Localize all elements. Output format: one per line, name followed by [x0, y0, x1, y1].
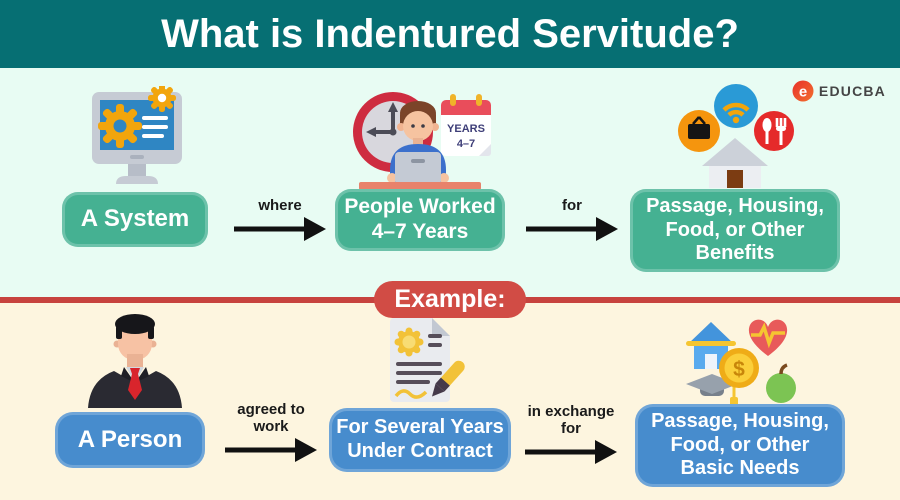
- health-heart-icon: [748, 319, 788, 356]
- connector-agreed-label: agreed to work: [237, 401, 305, 435]
- header: What is Indentured Servitude?: [0, 0, 900, 68]
- calendar-icon: YEARS 4–7: [441, 94, 491, 156]
- example-badge: Example:: [374, 281, 526, 318]
- calendar-years-label: YEARS: [447, 123, 485, 135]
- basic-needs-icon: $: [682, 306, 798, 410]
- educba-logo: e EDUCBA: [792, 80, 886, 102]
- example-box-contract-label: For Several Years Under Contract: [336, 416, 504, 462]
- example-box-basic-needs: Passage, Housing, Food, or Other Basic N…: [635, 404, 845, 487]
- arrow-right-icon: [525, 439, 617, 464]
- example-badge-label: Example:: [394, 285, 506, 313]
- pen-icon: [431, 360, 465, 397]
- house-icon: [686, 322, 736, 369]
- monitor-gears-icon: [78, 86, 196, 186]
- definition-box-benefits: Passage, Housing, Food, or Other Benefit…: [630, 189, 840, 272]
- house-amenities-icon: [676, 84, 794, 188]
- arrow-right-icon: [225, 437, 317, 462]
- small-gear-icon: [148, 86, 176, 112]
- arrow-right-icon: [526, 216, 618, 241]
- definition-box-benefits-label: Passage, Housing, Food, or Other Benefit…: [646, 195, 824, 265]
- example-box-person: A Person: [55, 412, 205, 468]
- example-connector-exchange: in exchange for: [518, 403, 624, 466]
- educba-logo-letter: e: [799, 84, 807, 101]
- example-connector-agreed: agreed to work: [220, 401, 322, 464]
- page-title: What is Indentured Servitude?: [161, 11, 739, 56]
- connector-for-label: for: [562, 197, 582, 214]
- arrow-right-icon: [234, 216, 326, 241]
- definition-box-worked-years: People Worked 4–7 Years: [335, 189, 505, 251]
- connector-where-label: where: [258, 197, 302, 214]
- apple-icon: [766, 363, 796, 403]
- example-box-basic-needs-label: Passage, Housing, Food, or Other Basic N…: [651, 410, 829, 480]
- large-gear-icon: [98, 104, 142, 148]
- businessman-icon: [80, 312, 190, 408]
- example-box-person-label: A Person: [77, 425, 183, 453]
- contract-signing-icon: [372, 312, 472, 408]
- worker-clock-calendar-icon: YEARS 4–7: [345, 80, 495, 190]
- definition-box-system-label: A System: [80, 205, 190, 233]
- definition-connector-for: for: [524, 197, 620, 243]
- definition-box-system: A System: [62, 192, 208, 247]
- coin-dollar-symbol: $: [733, 358, 745, 381]
- connector-exchange-label: in exchange for: [527, 403, 615, 437]
- definition-box-worked-years-label: People Worked 4–7 Years: [344, 195, 496, 243]
- educba-logo-icon: e: [792, 80, 814, 102]
- definition-connector-where: where: [232, 197, 328, 243]
- educba-wordmark: EDUCBA: [818, 83, 886, 99]
- example-box-contract: For Several Years Under Contract: [329, 408, 511, 472]
- calendar-range-label: 4–7: [457, 138, 475, 150]
